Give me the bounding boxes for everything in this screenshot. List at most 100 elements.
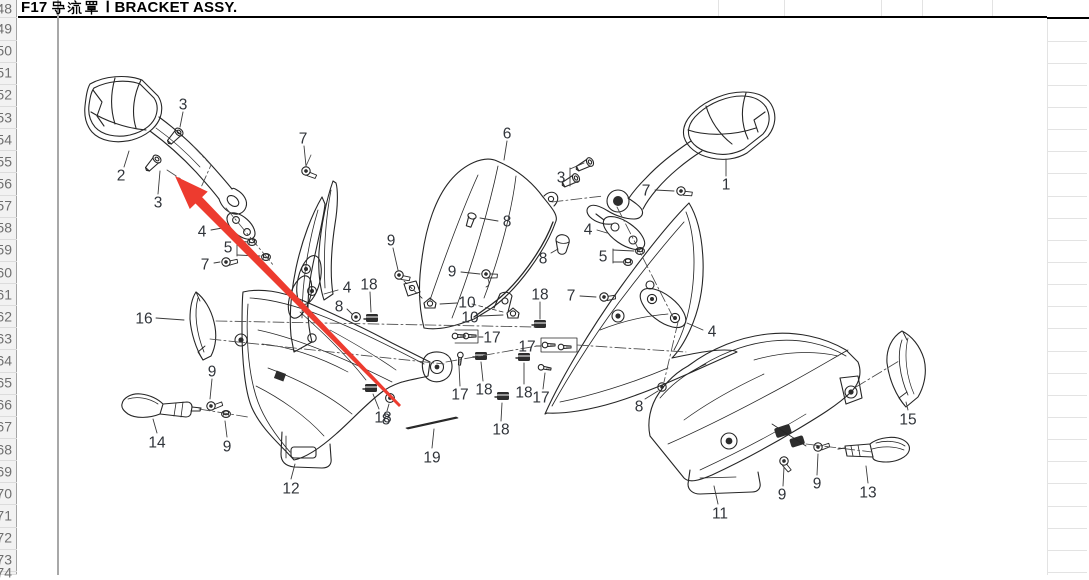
row-header-62[interactable]: 62 [0,306,17,328]
callout-8: 8 [382,412,391,429]
callout-9: 9 [813,476,822,493]
row-number: 50 [0,42,12,58]
callout-3: 3 [557,170,566,187]
callout-4: 4 [198,224,207,241]
screw-9-right-a [779,456,791,473]
title-underline-right [1047,17,1089,19]
row-number: 71 [0,507,12,523]
callout-1: 1 [722,177,731,194]
row-header-68[interactable]: 68 [0,439,17,461]
callout-9: 9 [208,364,217,381]
row-number: 51 [0,65,12,81]
leader-line [551,249,558,253]
row-number: 55 [0,153,12,169]
part-right-mirror [587,92,775,224]
part-turn-signal-left [122,394,231,418]
leader-line [866,466,868,483]
part-panel-11 [649,333,862,494]
row-header-57[interactable]: 57 [0,196,17,218]
callout-18: 18 [515,385,532,402]
nut-5-right-b [624,259,633,266]
callout-5: 5 [224,240,233,257]
row-number: 67 [0,419,12,435]
row-header-64[interactable]: 64 [0,351,17,373]
row-header-49[interactable]: 49 [0,18,17,40]
callout-3: 3 [179,97,188,114]
row-header-52[interactable]: 52 [0,85,17,107]
row-number: 63 [0,330,12,346]
row-header-51[interactable]: 51 [0,63,17,85]
row-header-61[interactable]: 61 [0,284,17,306]
leader-line [214,262,220,263]
row-number: 53 [0,109,12,125]
leader-line [225,421,227,437]
row-header-69[interactable]: 69 [0,461,17,483]
row-header-67[interactable]: 67 [0,417,17,439]
row-number: 56 [0,175,12,191]
row-header-56[interactable]: 56 [0,173,17,195]
callout-13: 13 [859,485,876,502]
callout-8: 8 [635,399,644,416]
callout-17: 17 [483,330,500,347]
leader-line [153,419,157,433]
callout-4: 4 [343,280,352,297]
callout-17: 17 [518,339,535,356]
row-header-55[interactable]: 55 [0,151,17,173]
row-header-50[interactable]: 50 [0,41,17,63]
leader-line [459,366,460,386]
part-winglet-left [190,292,216,360]
row-header-63[interactable]: 63 [0,328,17,350]
part-cowl-12 [235,290,452,468]
callout-5: 5 [599,249,608,266]
row-number: 72 [0,530,12,546]
leader-line [324,290,338,294]
row-header-72[interactable]: 72 [0,528,17,550]
callout-9: 9 [223,439,232,456]
row-number: 62 [0,308,12,324]
part-upper-cowl [545,203,737,414]
bolt-3-right-a [574,156,595,173]
callout-11: 11 [712,506,728,523]
leader-line [655,190,674,191]
part-left-mirror [85,77,247,215]
leader-line [370,292,371,312]
row-header-48[interactable]: 48 [0,0,17,18]
row-header-54[interactable]: 54 [0,129,17,151]
callout-7: 7 [299,131,308,148]
title-suffix: Ⅰ BRACKET ASSY. [105,0,237,15]
callout-9: 9 [387,233,396,250]
row-header-53[interactable]: 53 [0,107,17,129]
row-header-60[interactable]: 60 [0,262,17,284]
row-header-66[interactable]: 66 [0,395,17,417]
title-cell[interactable]: F17 Ⅰ BRACKET ASSY. [21,0,237,16]
row-number: 54 [0,131,12,147]
callout-14: 14 [148,435,166,452]
leader-line [304,146,306,166]
row-header-71[interactable]: 71 [0,505,17,527]
row-number: 49 [0,20,12,36]
row-header-58[interactable]: 58 [0,218,17,240]
leader-line [180,112,183,127]
leader-line [156,318,184,320]
leader-line [501,403,502,421]
callout-10: 10 [461,310,479,327]
bolt-3-left-b [143,154,162,174]
row-number: 52 [0,87,12,103]
leader-line [210,379,212,399]
row-number: 61 [0,286,12,302]
row-header-65[interactable]: 65 [0,373,17,395]
row-number: 57 [0,197,12,213]
row-header-59[interactable]: 59 [0,240,17,262]
leader-line [580,296,596,297]
callout-6: 6 [503,126,512,143]
callout-18: 18 [360,277,377,294]
leader-line [783,467,784,486]
leader-line [461,272,480,274]
screw-7-right [675,184,693,201]
row-header-70[interactable]: 70 [0,483,17,505]
